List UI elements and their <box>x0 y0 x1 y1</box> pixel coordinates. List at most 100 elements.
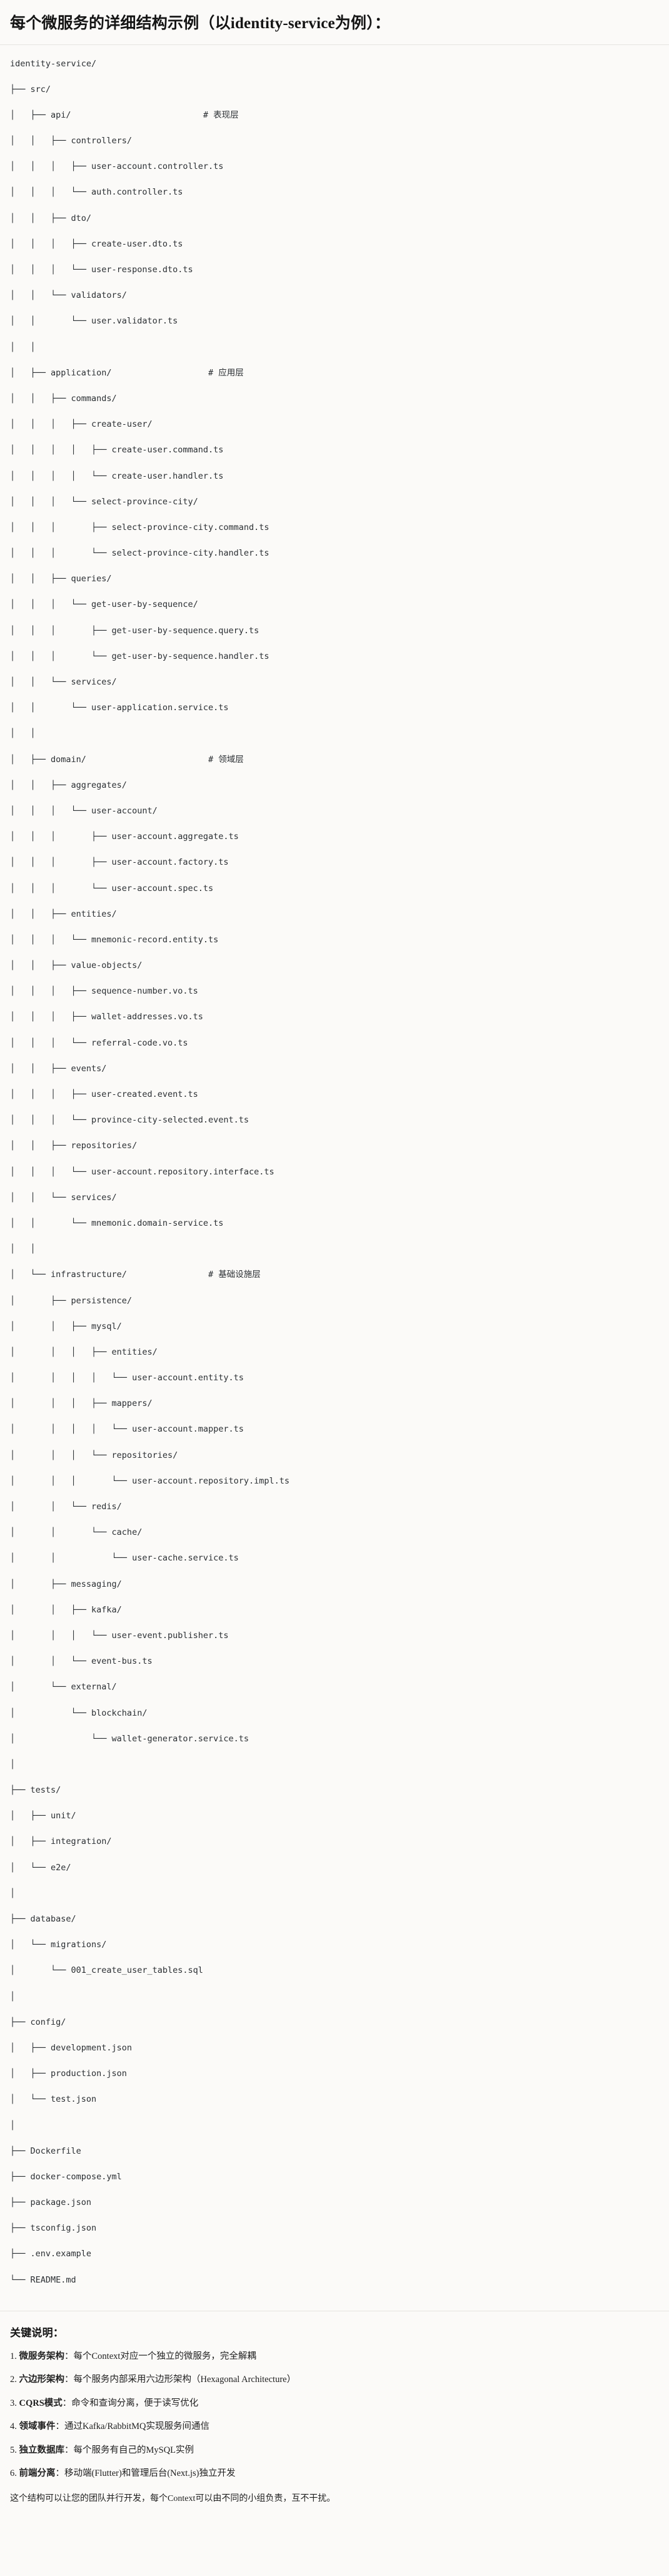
tree-line: │ │ │ └── select-province-city.handler.t… <box>10 548 269 559</box>
tree-line: │ │ │ └── user-account.repository.interf… <box>10 1166 274 1177</box>
key-note-number: 3. <box>10 2398 17 2408</box>
tree-line: │ └── wallet-generator.service.ts <box>10 1733 249 1744</box>
tree-line: │ ├── production.json <box>10 2069 127 2079</box>
tree-line: │ └── external/ <box>10 1682 117 1693</box>
key-note-number: 1. <box>10 2351 17 2361</box>
tree-line: │ │ ├── dto/ <box>10 213 92 223</box>
tree-line: │ ├── domain/ # 领域层 <box>10 754 244 765</box>
key-notes-title: 关键说明： <box>10 2326 64 2339</box>
tree-line: ├── .env.example <box>10 2249 92 2259</box>
key-note-text: ：每个Context对应一个独立的微服务，完全解耦 <box>64 2351 256 2361</box>
key-notes-footer: 这个结构可以让您的团队并行开发，每个Context可以由不同的小组负责，互不干扰… <box>10 2493 336 2503</box>
tree-line: │ └── 001_create_user_tables.sql <box>10 1965 203 1976</box>
key-note-item: 2. 六边形架构：每个服务内部采用六边形架构（Hexagonal Archite… <box>10 2373 659 2386</box>
tree-line: │ └── test.json <box>10 2094 97 2105</box>
key-note-label: 六边形架构 <box>19 2375 65 2385</box>
tree-line: │ <box>10 1888 16 1898</box>
tree-line: │ │ │ └── repositories/ <box>10 1450 178 1460</box>
tree-line: │ │ │ └── user-account.repository.impl.t… <box>10 1475 290 1486</box>
tree-line: │ │ │ └── user-response.dto.ts <box>10 265 193 275</box>
tree-line: │ │ ├── kafka/ <box>10 1604 122 1615</box>
key-note-label: 微服务架构 <box>19 2351 65 2361</box>
tree-line: ├── package.json <box>10 2197 92 2208</box>
tree-line: │ │ │ ├── entities/ <box>10 1347 158 1357</box>
tree-line: │ │ │ │ └── user-account.mapper.ts <box>10 1424 244 1435</box>
tree-line: │ ├── messaging/ <box>10 1579 122 1589</box>
tree-line: │ │ │ ├── user-account.aggregate.ts <box>10 832 239 842</box>
tree-line: │ │ └── user-cache.service.ts <box>10 1553 239 1564</box>
tree-line: │ │ │ └── referral-code.vo.ts <box>10 1037 188 1048</box>
tree-line: │ │ │ └── get-user-by-sequence/ <box>10 599 198 610</box>
key-note-text: ：移动端(Flutter)和管理后台(Next.js)独立开发 <box>55 2468 236 2479</box>
tree-line: │ │ └── user.validator.ts <box>10 316 178 327</box>
tree-line: │ │ │ └── user-event.publisher.ts <box>10 1630 229 1641</box>
tree-line: └── README.md <box>10 2274 76 2285</box>
tree-line: │ │ │ └── province-city-selected.event.t… <box>10 1115 249 1126</box>
tree-line: │ │ └── user-application.service.ts <box>10 703 229 713</box>
tree-line: │ │ │ │ └── create-user.handler.ts <box>10 471 224 481</box>
tree-line: │ <box>10 2120 16 2131</box>
tree-line: │ │ └── services/ <box>10 1192 117 1203</box>
tree-line: │ │ └── services/ <box>10 677 117 687</box>
tree-line: │ │ │ ├── user-account.controller.ts <box>10 161 224 172</box>
tree-line: │ │ ├── controllers/ <box>10 136 133 146</box>
tree-line: │ │ ├── mysql/ <box>10 1321 122 1331</box>
tree-line: ├── database/ <box>10 1914 76 1924</box>
key-note-label: CQRS模式 <box>19 2398 63 2408</box>
tree-line: │ │ ├── value-objects/ <box>10 960 143 971</box>
key-note-text: ：每个服务有自己的MySQL实例 <box>64 2445 194 2455</box>
tree-line: │ │ ├── queries/ <box>10 574 112 584</box>
key-note-label: 领域事件 <box>19 2421 56 2432</box>
key-note-label: 独立数据库 <box>19 2445 65 2455</box>
key-note-number: 5. <box>10 2445 17 2455</box>
page-title: 每个微服务的详细结构示例（以identity-service为例）： <box>10 15 391 32</box>
tree-line: │ │ │ ├── create-user.dto.ts <box>10 238 183 249</box>
tree-line: │ ├── integration/ <box>10 1836 112 1847</box>
tree-line: │ │ │ │ └── user-account.entity.ts <box>10 1373 244 1383</box>
tree-line: │ │ ├── commands/ <box>10 393 117 404</box>
tree-line: │ │ │ ├── get-user-by-sequence.query.ts <box>10 625 259 636</box>
tree-line: │ │ └── validators/ <box>10 290 127 301</box>
tree-line: ├── tests/ <box>10 1785 61 1796</box>
tree-line: │ │ │ └── get-user-by-sequence.handler.t… <box>10 651 269 661</box>
tree-line: │ │ ├── events/ <box>10 1063 107 1074</box>
tree-line: ├── Dockerfile <box>10 2146 81 2156</box>
key-note-text: ：每个服务内部采用六边形架构（Hexagonal Architecture） <box>64 2375 296 2385</box>
tree-line: │ └── infrastructure/ # 基础设施层 <box>10 1270 261 1280</box>
key-note-text: ：命令和查询分离，便于读写优化 <box>62 2398 199 2408</box>
key-note-number: 4. <box>10 2421 17 2432</box>
tree-line: │ ├── development.json <box>10 2042 133 2053</box>
tree-line: ├── config/ <box>10 2017 66 2027</box>
key-note-item: 6. 前端分离：移动端(Flutter)和管理后台(Next.js)独立开发 <box>10 2467 659 2480</box>
tree-line: │ <box>10 1991 16 2002</box>
tree-line: │ │ └── event-bus.ts <box>10 1656 153 1667</box>
tree-line: │ ├── persistence/ <box>10 1295 133 1306</box>
tree-line: ├── src/ <box>10 84 51 94</box>
tree-line: │ │ <box>10 342 36 352</box>
key-note-item: 4. 领域事件：通过Kafka/RabbitMQ实现服务间通信 <box>10 2420 659 2433</box>
tree-line: ├── tsconfig.json <box>10 2223 97 2234</box>
key-note-number: 6. <box>10 2468 17 2479</box>
tree-line: │ │ │ ├── create-user/ <box>10 419 153 430</box>
key-notes-section: 关键说明： 1. 微服务架构：每个Context对应一个独立的微服务，完全解耦 2… <box>0 2311 669 2520</box>
tree-line: │ │ │ │ ├── create-user.command.ts <box>10 445 224 456</box>
tree-line: │ │ <box>10 728 36 739</box>
tree-line: │ │ │ ├── user-created.event.ts <box>10 1089 198 1099</box>
tree-line: │ │ │ └── user-account.spec.ts <box>10 883 214 893</box>
key-note-item: 1. 微服务架构：每个Context对应一个独立的微服务，完全解耦 <box>10 2349 659 2363</box>
tree-line: │ │ │ └── auth.controller.ts <box>10 187 183 198</box>
tree-line: │ │ │ └── select-province-city/ <box>10 496 198 507</box>
tree-line: │ │ ├── repositories/ <box>10 1141 138 1151</box>
tree-line: │ └── e2e/ <box>10 1862 71 1873</box>
tree-line: │ │ └── redis/ <box>10 1502 122 1512</box>
tree-line: │ ├── api/ # 表现层 <box>10 109 239 120</box>
tree-line: │ │ └── cache/ <box>10 1527 143 1538</box>
tree-line: │ │ │ └── user-account/ <box>10 805 158 816</box>
tree-line: │ ├── application/ # 应用层 <box>10 367 244 378</box>
tree-line: │ └── blockchain/ <box>10 1708 148 1718</box>
tree-line: ├── docker-compose.yml <box>10 2171 122 2182</box>
key-note-label: 前端分离 <box>19 2468 56 2479</box>
key-notes-list: 1. 微服务架构：每个Context对应一个独立的微服务，完全解耦 2. 六边形架… <box>10 2349 659 2481</box>
key-note-text: ：通过Kafka/RabbitMQ实现服务间通信 <box>55 2421 209 2432</box>
directory-tree: identity-service/ ├── src/ │ ├── api/ # … <box>10 58 659 2299</box>
